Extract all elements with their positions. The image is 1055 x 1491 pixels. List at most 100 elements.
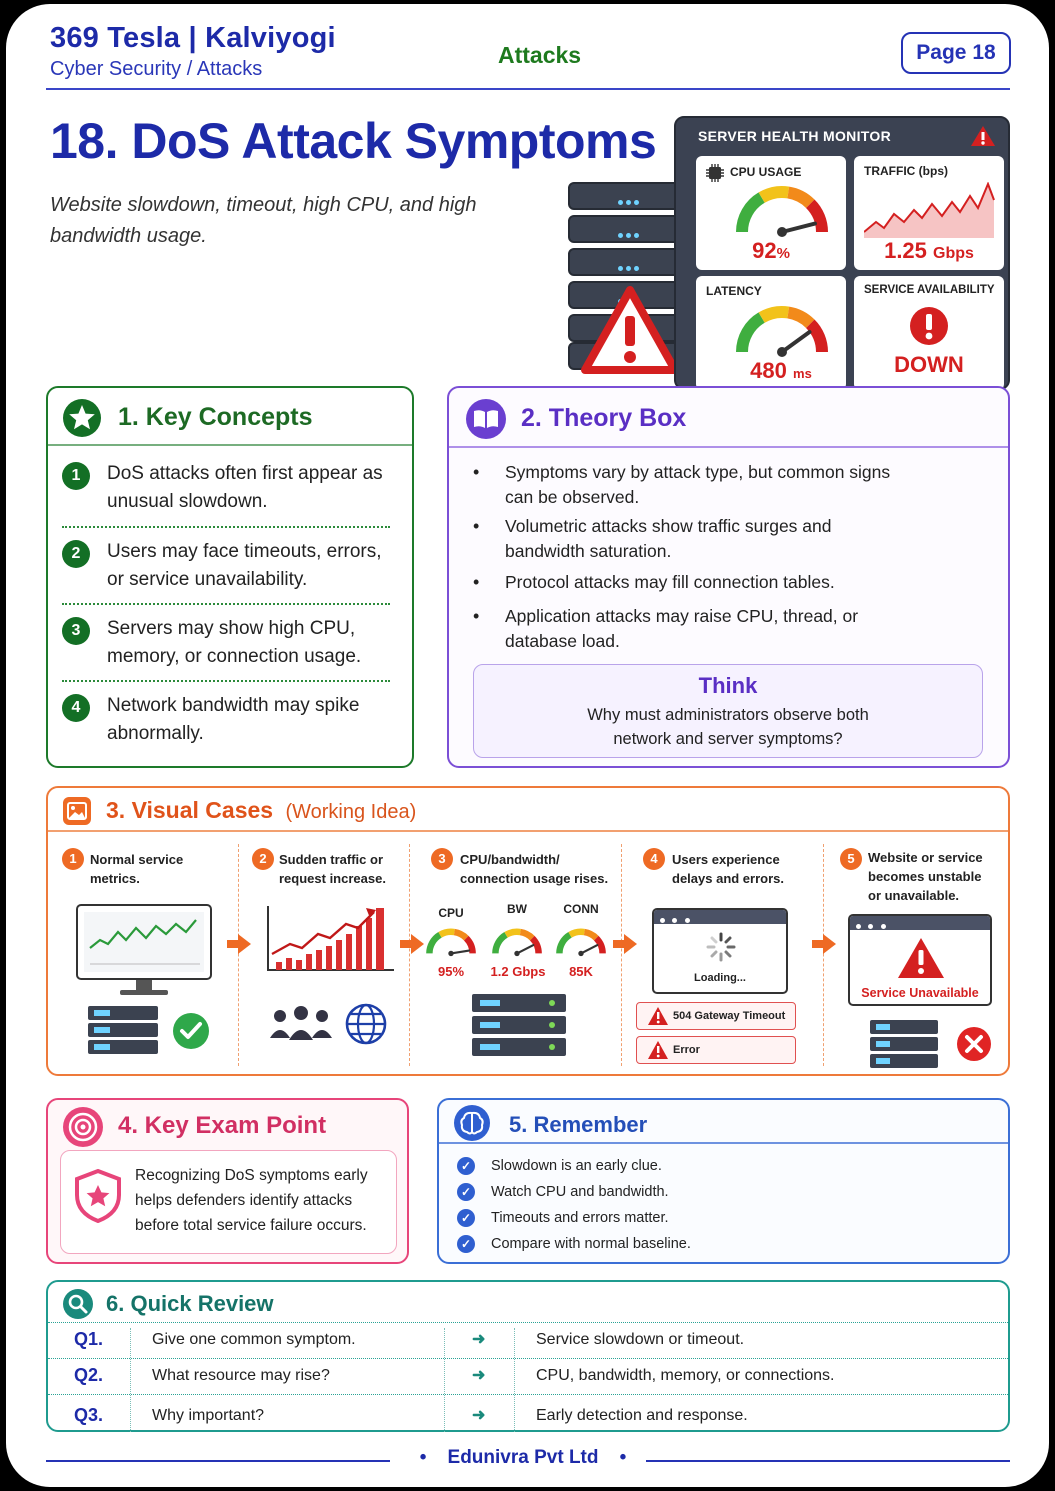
arrow-right-icon [812, 934, 836, 954]
bandwidth-mini-gauge [492, 928, 542, 957]
latency-label: LATENCY [706, 284, 762, 298]
review-row: Q3. Why important? ➜ Early detection and… [48, 1394, 1008, 1425]
chip-icon [706, 164, 724, 182]
availability-label: SERVICE AVAILABILITY [864, 284, 995, 296]
gauge-hub [448, 950, 454, 957]
remember-heading: 5. Remember [509, 1112, 648, 1137]
gauge-value: 85K [569, 964, 593, 979]
question-text: What resource may rise? [152, 1367, 330, 1384]
browser-window-loading: Loading... [652, 908, 788, 994]
book-icon [466, 399, 506, 439]
server-icon [88, 1006, 158, 1054]
server-icon [472, 994, 566, 1056]
theory-heading: 2. Theory Box [521, 404, 687, 432]
step-label: Website or service becomes unstable or u… [868, 850, 983, 903]
theory-bullet: Volumetric attacks show traffic surges a… [473, 514, 913, 564]
question-number: Q3. [74, 1405, 104, 1425]
footer-line [46, 1460, 390, 1462]
theory-bullet: Symptoms vary by attack type, but common… [473, 460, 913, 510]
step-label: Sudden traffic or request increase. [279, 852, 386, 886]
step-number: 1 [62, 848, 84, 870]
remember-item: ✓Compare with normal baseline. [457, 1235, 691, 1253]
arrow-right-icon: ➜ [472, 1367, 486, 1384]
header-divider [46, 88, 1010, 90]
page-subtitle: Website slowdown, timeout, high CPU, and… [50, 194, 477, 247]
loading-text: Loading... [694, 972, 746, 984]
question-number: Q1. [74, 1329, 104, 1349]
remember-divider [439, 1142, 1008, 1144]
traffic-spike-chart [864, 182, 995, 238]
arrow-right-icon [227, 934, 251, 954]
users-icon [270, 1006, 332, 1040]
breadcrumb: Cyber Security / Attacks [50, 58, 263, 80]
gauge-value: 95% [437, 964, 465, 979]
arrow-right-icon: ➜ [472, 1407, 486, 1424]
divider [62, 603, 390, 605]
question-text: Why important? [152, 1407, 265, 1424]
review-row: Q2. What resource may rise? ➜ CPU, bandw… [48, 1358, 1008, 1385]
connections-mini-gauge [556, 928, 606, 957]
latency-gauge [736, 306, 828, 357]
theory-bullet: Protocol attacks may fill connection tab… [473, 570, 913, 595]
latency-value: 480 ms [750, 358, 812, 383]
gauge-arc-segment [519, 928, 535, 941]
exam-point-text: Recognizing DoS symptoms early helps def… [135, 1167, 368, 1234]
divider [514, 1328, 515, 1432]
remember-item: ✓Watch CPU and bandwidth. [457, 1183, 669, 1201]
key-concepts-divider [48, 444, 412, 446]
gauge-arc-segment [758, 306, 790, 323]
gauge-arc-segment [805, 319, 828, 353]
monitor-title: SERVER HEALTH MONITOR [698, 128, 891, 144]
traffic-label: TRAFFIC (bps) [864, 164, 948, 178]
answer-text: Early detection and response. [536, 1407, 748, 1424]
gauge-arc-segment [438, 928, 455, 938]
gauge-needle [780, 330, 812, 354]
gauge-label: BW [507, 902, 527, 916]
divider [823, 844, 824, 1066]
footer-text: • Edunivra Pvt Ltd • [419, 1447, 627, 1468]
theory-box: 2. Theory Box Symptoms vary by attack ty… [447, 386, 1010, 768]
gauge-hub [777, 347, 787, 357]
gauge-arc-segment [463, 935, 476, 954]
gauge-arc-segment [568, 928, 585, 938]
gauge-arc-segment [556, 932, 572, 954]
shield-star-icon [75, 1169, 121, 1223]
quick-review-heading: 6. Quick Review [106, 1291, 274, 1316]
availability-tile: SERVICE AVAILABILITY DOWN [854, 276, 1004, 390]
concept-number: 3 [62, 617, 90, 645]
think-title: Think [698, 673, 758, 698]
gauge-hub [777, 227, 787, 237]
concept-text: DoS attacks often first appear as unusua… [107, 463, 383, 512]
latency-tile: LATENCY 480 ms [696, 276, 846, 390]
service-unavailable-text: Service Unavailable [861, 986, 979, 1000]
image-icon [63, 797, 91, 825]
question-number: Q2. [74, 1365, 104, 1385]
gauge-arc-segment [492, 932, 508, 954]
remember-box: 5. Remember ✓Slowdown is an early clue. … [437, 1098, 1010, 1264]
key-exam-point-box: 4. Key Exam Point Recognizing DoS sympto… [46, 1098, 409, 1264]
gauge-arc-segment [786, 186, 815, 209]
gauge-arc-segment [736, 192, 765, 233]
review-row: Q1. Give one common symptom. ➜ Service s… [48, 1322, 1008, 1349]
step-label: Users experience delays and errors. [672, 852, 784, 886]
gauge-arc-segment [805, 199, 828, 233]
visual-cases-box: 3. Visual Cases (Working Idea) 1 Normal … [46, 786, 1010, 1076]
warning-triangle-icon [581, 286, 679, 374]
key-concepts-heading: 1. Key Concepts [118, 403, 313, 431]
warning-triangle-icon [898, 938, 944, 978]
divider [444, 1328, 445, 1432]
question-text: Give one common symptom. [152, 1331, 356, 1348]
gauge-label: CONN [563, 902, 599, 916]
step-number: 5 [840, 848, 862, 870]
gauge-arc-segment [453, 928, 469, 941]
step-label: Normal service metrics. [90, 852, 184, 886]
check-icon: ✓ [457, 1183, 475, 1201]
error-text: 504 Gateway Timeout [673, 1010, 786, 1022]
server-health-monitor: SERVER HEALTH MONITOR CPU USAGE 92% TRAF… [674, 116, 1010, 390]
browser-titlebar [654, 910, 786, 924]
divider [621, 844, 622, 1066]
check-icon: ✓ [457, 1209, 475, 1227]
check-icon: ✓ [457, 1235, 475, 1253]
traffic-tile: TRAFFIC (bps) 1.25 Gbps [854, 156, 1004, 270]
globe-icon [345, 1003, 387, 1045]
